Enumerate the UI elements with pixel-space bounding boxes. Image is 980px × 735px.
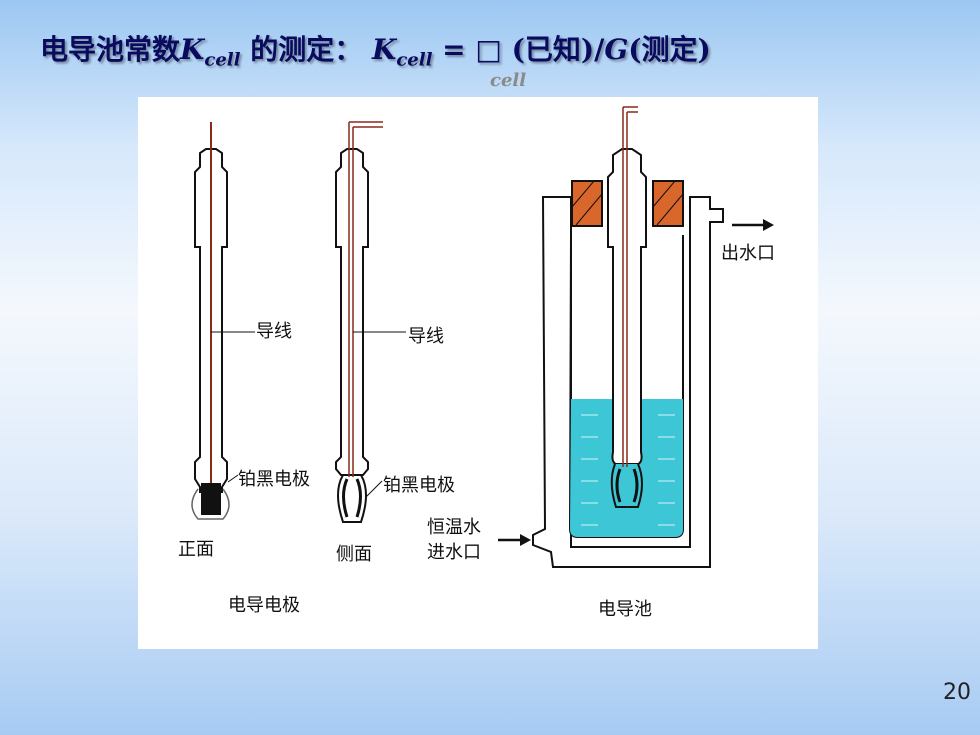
title-eq: = □	[442, 33, 502, 66]
page-number: 20	[943, 680, 971, 705]
wire-cell	[622, 106, 638, 467]
title-k: K	[180, 33, 205, 66]
title-g: G	[604, 33, 629, 66]
conductivity-cell	[498, 106, 774, 568]
wire-side	[348, 121, 383, 477]
apparatus-drawing	[191, 106, 774, 568]
apparatus-figure: 导线 导线 铂黑电极 铂黑电极 正面 侧面 恒温水 进水口 出水口 电导电极 电…	[138, 97, 818, 649]
label-side-view: 侧面	[336, 544, 372, 565]
title-mid: 的测定：	[250, 33, 363, 66]
caption-cell: 电导池	[598, 599, 652, 620]
title-sub2: cell	[396, 49, 433, 71]
title-ghost-text: cell	[490, 70, 527, 91]
title-prefix: 电导池常数	[40, 33, 181, 66]
slide-title: 电导池常数Kcell 的测定： Kcell = □ (已知)/G(测定) cel…	[40, 28, 711, 91]
label-wire-front: 导线	[256, 321, 292, 342]
platinum-plate-front	[201, 483, 221, 515]
cork-left	[571, 180, 603, 227]
cork-right	[652, 180, 684, 227]
label-platinum-front: 铂黑电极	[238, 469, 310, 490]
title-k2: K	[371, 33, 397, 66]
label-front-view: 正面	[178, 539, 214, 560]
label-water-inlet: 进水口	[427, 542, 481, 563]
electrode-side	[335, 148, 369, 523]
title-sub: cell	[204, 49, 241, 71]
title-tail1: (已知)/	[511, 33, 605, 66]
caption-electrode: 电导电极	[228, 595, 300, 616]
label-water-outlet: 出水口	[721, 243, 775, 264]
label-platinum-side: 铂黑电极	[383, 475, 455, 496]
label-thermostat-water: 恒温水	[427, 517, 481, 538]
label-wire-side: 导线	[408, 326, 444, 347]
title-tail2: (测定)	[628, 33, 711, 66]
electrode-front	[191, 148, 230, 520]
